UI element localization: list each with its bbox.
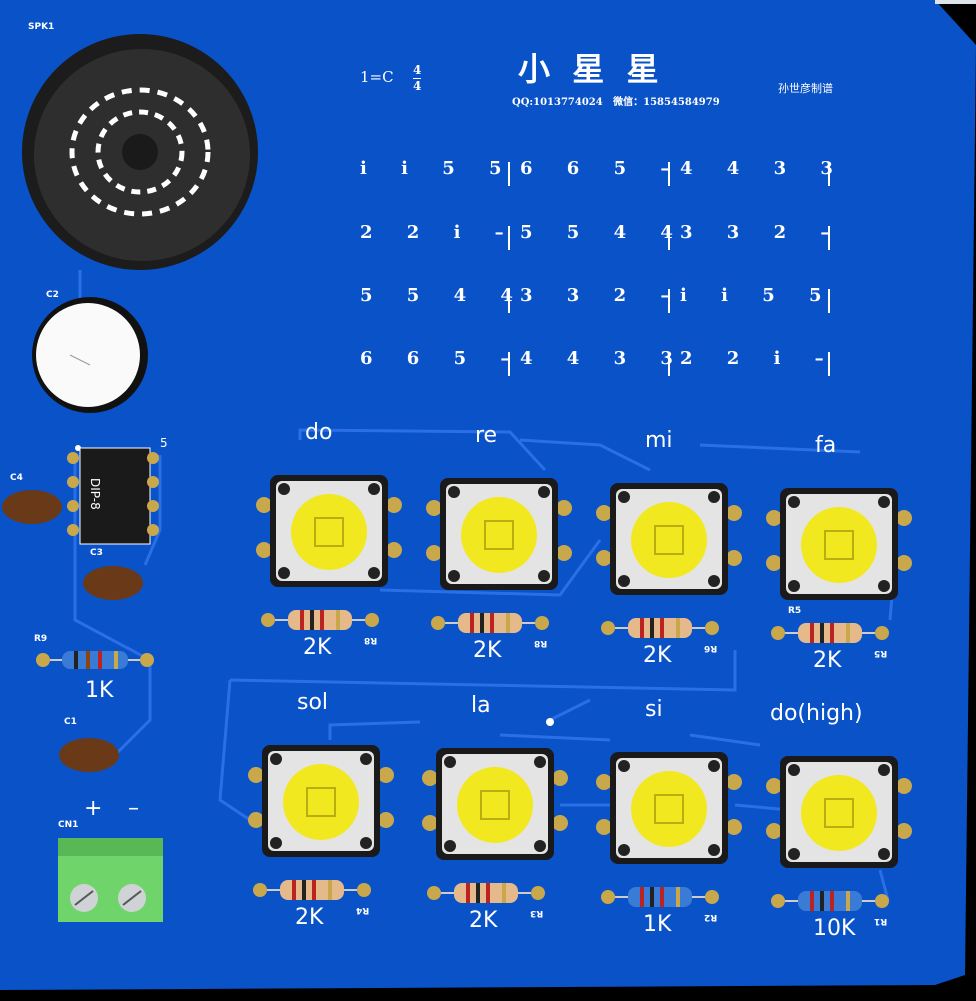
- board-edge: [935, 0, 976, 4]
- tactile-switch-mi[interactable]: [596, 483, 742, 595]
- ref-c3: C3: [90, 548, 103, 558]
- resistor-r8: [431, 613, 549, 633]
- bar-line: [508, 226, 510, 250]
- key-label-fa: fa: [815, 433, 837, 458]
- tactile-switch-si[interactable]: [596, 752, 742, 864]
- ref-c4: C4: [10, 473, 23, 483]
- resistor-ref-sol: R4: [356, 905, 370, 915]
- via: [546, 718, 554, 726]
- bar-line: [668, 162, 670, 186]
- capacitor-c4: [2, 490, 62, 524]
- terminal-cn1: [58, 838, 163, 922]
- resistor-value-do(high): 10K: [813, 916, 856, 941]
- score-measure: 6 6 5 –: [360, 348, 524, 369]
- resistor-r1: [771, 891, 889, 911]
- cn1-minus: –: [128, 796, 139, 821]
- key-label-la: la: [471, 693, 491, 718]
- key-label-sol: sol: [297, 690, 329, 715]
- score-measure: 3 3 2 –: [680, 222, 844, 243]
- ref-spk1: SPK1: [28, 22, 55, 32]
- score-measure: 6 6 5 –: [520, 158, 684, 179]
- resistor-r9: [36, 651, 154, 669]
- key-signature: 1=C: [360, 68, 394, 86]
- resistor-ref-do(high): R1: [874, 916, 888, 926]
- song-title: 小 星 星: [518, 50, 659, 88]
- bar-line: [828, 352, 830, 376]
- key-label-do: do: [305, 420, 333, 445]
- r9-value: 1K: [85, 678, 114, 703]
- key-label-mi: mi: [645, 428, 673, 453]
- ref-c2: C2: [46, 290, 59, 300]
- resistor-value-fa: 2K: [813, 648, 842, 673]
- key-label-si: si: [645, 697, 663, 722]
- score-measure: 4 4 3 3: [520, 348, 687, 369]
- bar-line: [508, 162, 510, 186]
- tactile-switch-la[interactable]: [422, 748, 568, 860]
- speaker-spk1: [22, 34, 258, 270]
- capacitor-c2: [32, 297, 148, 413]
- tactile-switch-fa[interactable]: [766, 488, 912, 600]
- capacitor-c3: [83, 566, 143, 600]
- ref-cn1: CN1: [58, 820, 79, 830]
- resistor-r2: [601, 887, 719, 907]
- author: 孙世彦制谱: [778, 82, 833, 95]
- score-measure: 4 4 3 3: [680, 158, 847, 179]
- resistor-value-mi: 2K: [643, 643, 672, 668]
- ic-dip8: [67, 447, 159, 545]
- resistor-r5: [771, 623, 889, 643]
- bar-line: [828, 162, 830, 186]
- cn1-plus: +: [84, 796, 103, 821]
- bar-line: [828, 226, 830, 250]
- resistor-r4: [253, 880, 371, 900]
- tactile-switch-do[interactable]: [256, 475, 402, 587]
- traces: [73, 270, 897, 901]
- capacitor-c1: [59, 738, 119, 772]
- time-sig-bottom: 4: [413, 78, 422, 93]
- score-measure: 3 3 2 –: [520, 285, 684, 306]
- bar-line: [668, 289, 670, 313]
- resistor-ref-do: R8: [364, 635, 378, 645]
- key-label-re: re: [475, 423, 498, 448]
- ref-r9: R9: [34, 634, 48, 644]
- resistor-value-sol: 2K: [295, 905, 324, 930]
- contact-info: QQ:1013774024 微信：15854584979: [512, 97, 720, 108]
- score-measure: 2 2 i –: [680, 348, 838, 369]
- score-measure: i i 5 5: [680, 285, 836, 306]
- resistor-ref-fa: R5: [874, 648, 888, 658]
- resistor-r6: [601, 618, 719, 638]
- tactile-switch-re[interactable]: [426, 478, 572, 590]
- ref-c1: C1: [64, 717, 77, 727]
- bar-line: [508, 289, 510, 313]
- resistor-ref-mi: R6: [704, 643, 718, 653]
- bar-line: [828, 289, 830, 313]
- resistor-value-la: 2K: [469, 908, 498, 933]
- resistor-ref-la: R3: [530, 908, 544, 918]
- bar-line: [668, 352, 670, 376]
- resistor-ref-si: R2: [704, 912, 718, 922]
- resistor-r3: [427, 883, 545, 903]
- tactile-switch-do(high)[interactable]: [766, 756, 912, 868]
- time-sig-top: 4: [413, 63, 422, 77]
- score-measure: i i 5 5: [360, 158, 516, 179]
- resistor-value-si: 1K: [643, 912, 672, 937]
- ic-pin-label: 5: [160, 436, 168, 450]
- ref-r5: R5: [788, 606, 802, 616]
- tactile-switch-sol[interactable]: [248, 745, 394, 857]
- score-measure: 5 5 4 4: [360, 285, 527, 306]
- resistor-value-do: 2K: [303, 635, 332, 660]
- resistor-value-re: 2K: [473, 638, 502, 663]
- resistor-r8: [261, 610, 379, 630]
- key-label-do(high): do(high): [770, 701, 863, 726]
- bar-line: [508, 352, 510, 376]
- bar-line: [668, 226, 670, 250]
- keys-graphics: [248, 475, 912, 911]
- score-measure: 2 2 i –: [360, 222, 518, 243]
- resistor-ref-re: R8: [534, 638, 548, 648]
